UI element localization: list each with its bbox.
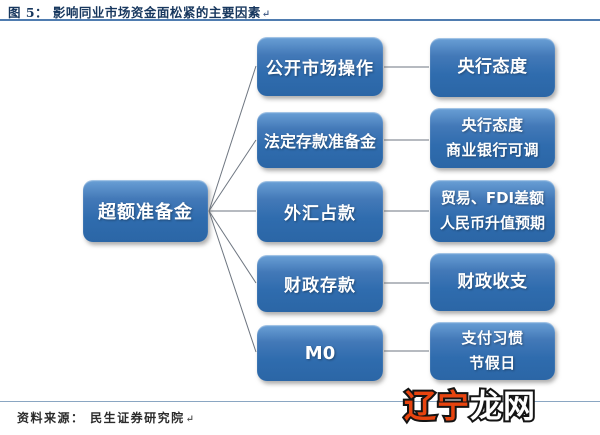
footer-divider [0, 401, 600, 402]
node-label-line1: 财政收支 [457, 271, 528, 292]
connector-line [208, 139, 257, 212]
node-trade-fdi-rmb-expectation: 贸易、FDI差额 人民币升值预期 [430, 180, 555, 242]
connector-line [208, 210, 257, 353]
site-watermark: 辽宁龙网 [402, 381, 537, 427]
node-label-line1: 支付习惯 [461, 328, 524, 347]
node-label-line1: 央行态度 [457, 57, 528, 78]
node-open-market-operations: 公开市场操作 [257, 37, 383, 96]
connector-line [208, 65, 257, 212]
figure-title: 图 5： 影响同业市场资金面松紧的主要因素↵ [8, 2, 271, 21]
node-label-line1: 央行态度 [461, 115, 524, 134]
node-label: 法定存款准备金 [263, 132, 376, 151]
node-label: 超额准备金 [98, 202, 193, 223]
source-note: 资料来源： 民生证券研究院↵ [17, 409, 196, 426]
node-label-line2: 商业银行可调 [445, 141, 539, 159]
node-excess-reserves: 超额准备金 [83, 180, 208, 242]
paragraph-mark-icon: ↵ [185, 414, 196, 425]
node-payment-habits-holidays: 支付习惯 节假日 [430, 322, 555, 380]
node-label-line2: 人民币升值预期 [439, 214, 545, 232]
node-label-line2: 节假日 [469, 354, 516, 372]
watermark-part1: 辽宁 [402, 385, 471, 427]
node-fiscal-revenue-expenditure: 财政收支 [430, 253, 555, 311]
node-label: 外汇占款 [284, 204, 356, 224]
node-label: M0 [304, 342, 336, 364]
title-divider [0, 19, 600, 21]
node-fx-purchase-position: 外汇占款 [257, 181, 383, 242]
node-central-bank-and-commercial-banks: 央行态度 商业银行可调 [430, 108, 555, 168]
node-label: 财政存款 [284, 276, 356, 296]
node-required-reserves: 法定存款准备金 [257, 112, 383, 168]
figure-title-text: 图 5： 影响同业市场资金面松紧的主要因素 [8, 5, 261, 20]
node-label-line1: 贸易、FDI差额 [440, 188, 545, 207]
node-central-bank-attitude: 央行态度 [430, 38, 555, 97]
node-m0: M0 [257, 325, 383, 381]
watermark-part2: 龙网 [468, 385, 537, 427]
node-fiscal-deposits: 财政存款 [257, 255, 383, 312]
node-label: 公开市场操作 [266, 59, 374, 79]
paragraph-mark-icon: ↵ [261, 9, 271, 20]
connector-line [208, 210, 257, 284]
source-text: 资料来源： 民生证券研究院 [17, 411, 185, 425]
